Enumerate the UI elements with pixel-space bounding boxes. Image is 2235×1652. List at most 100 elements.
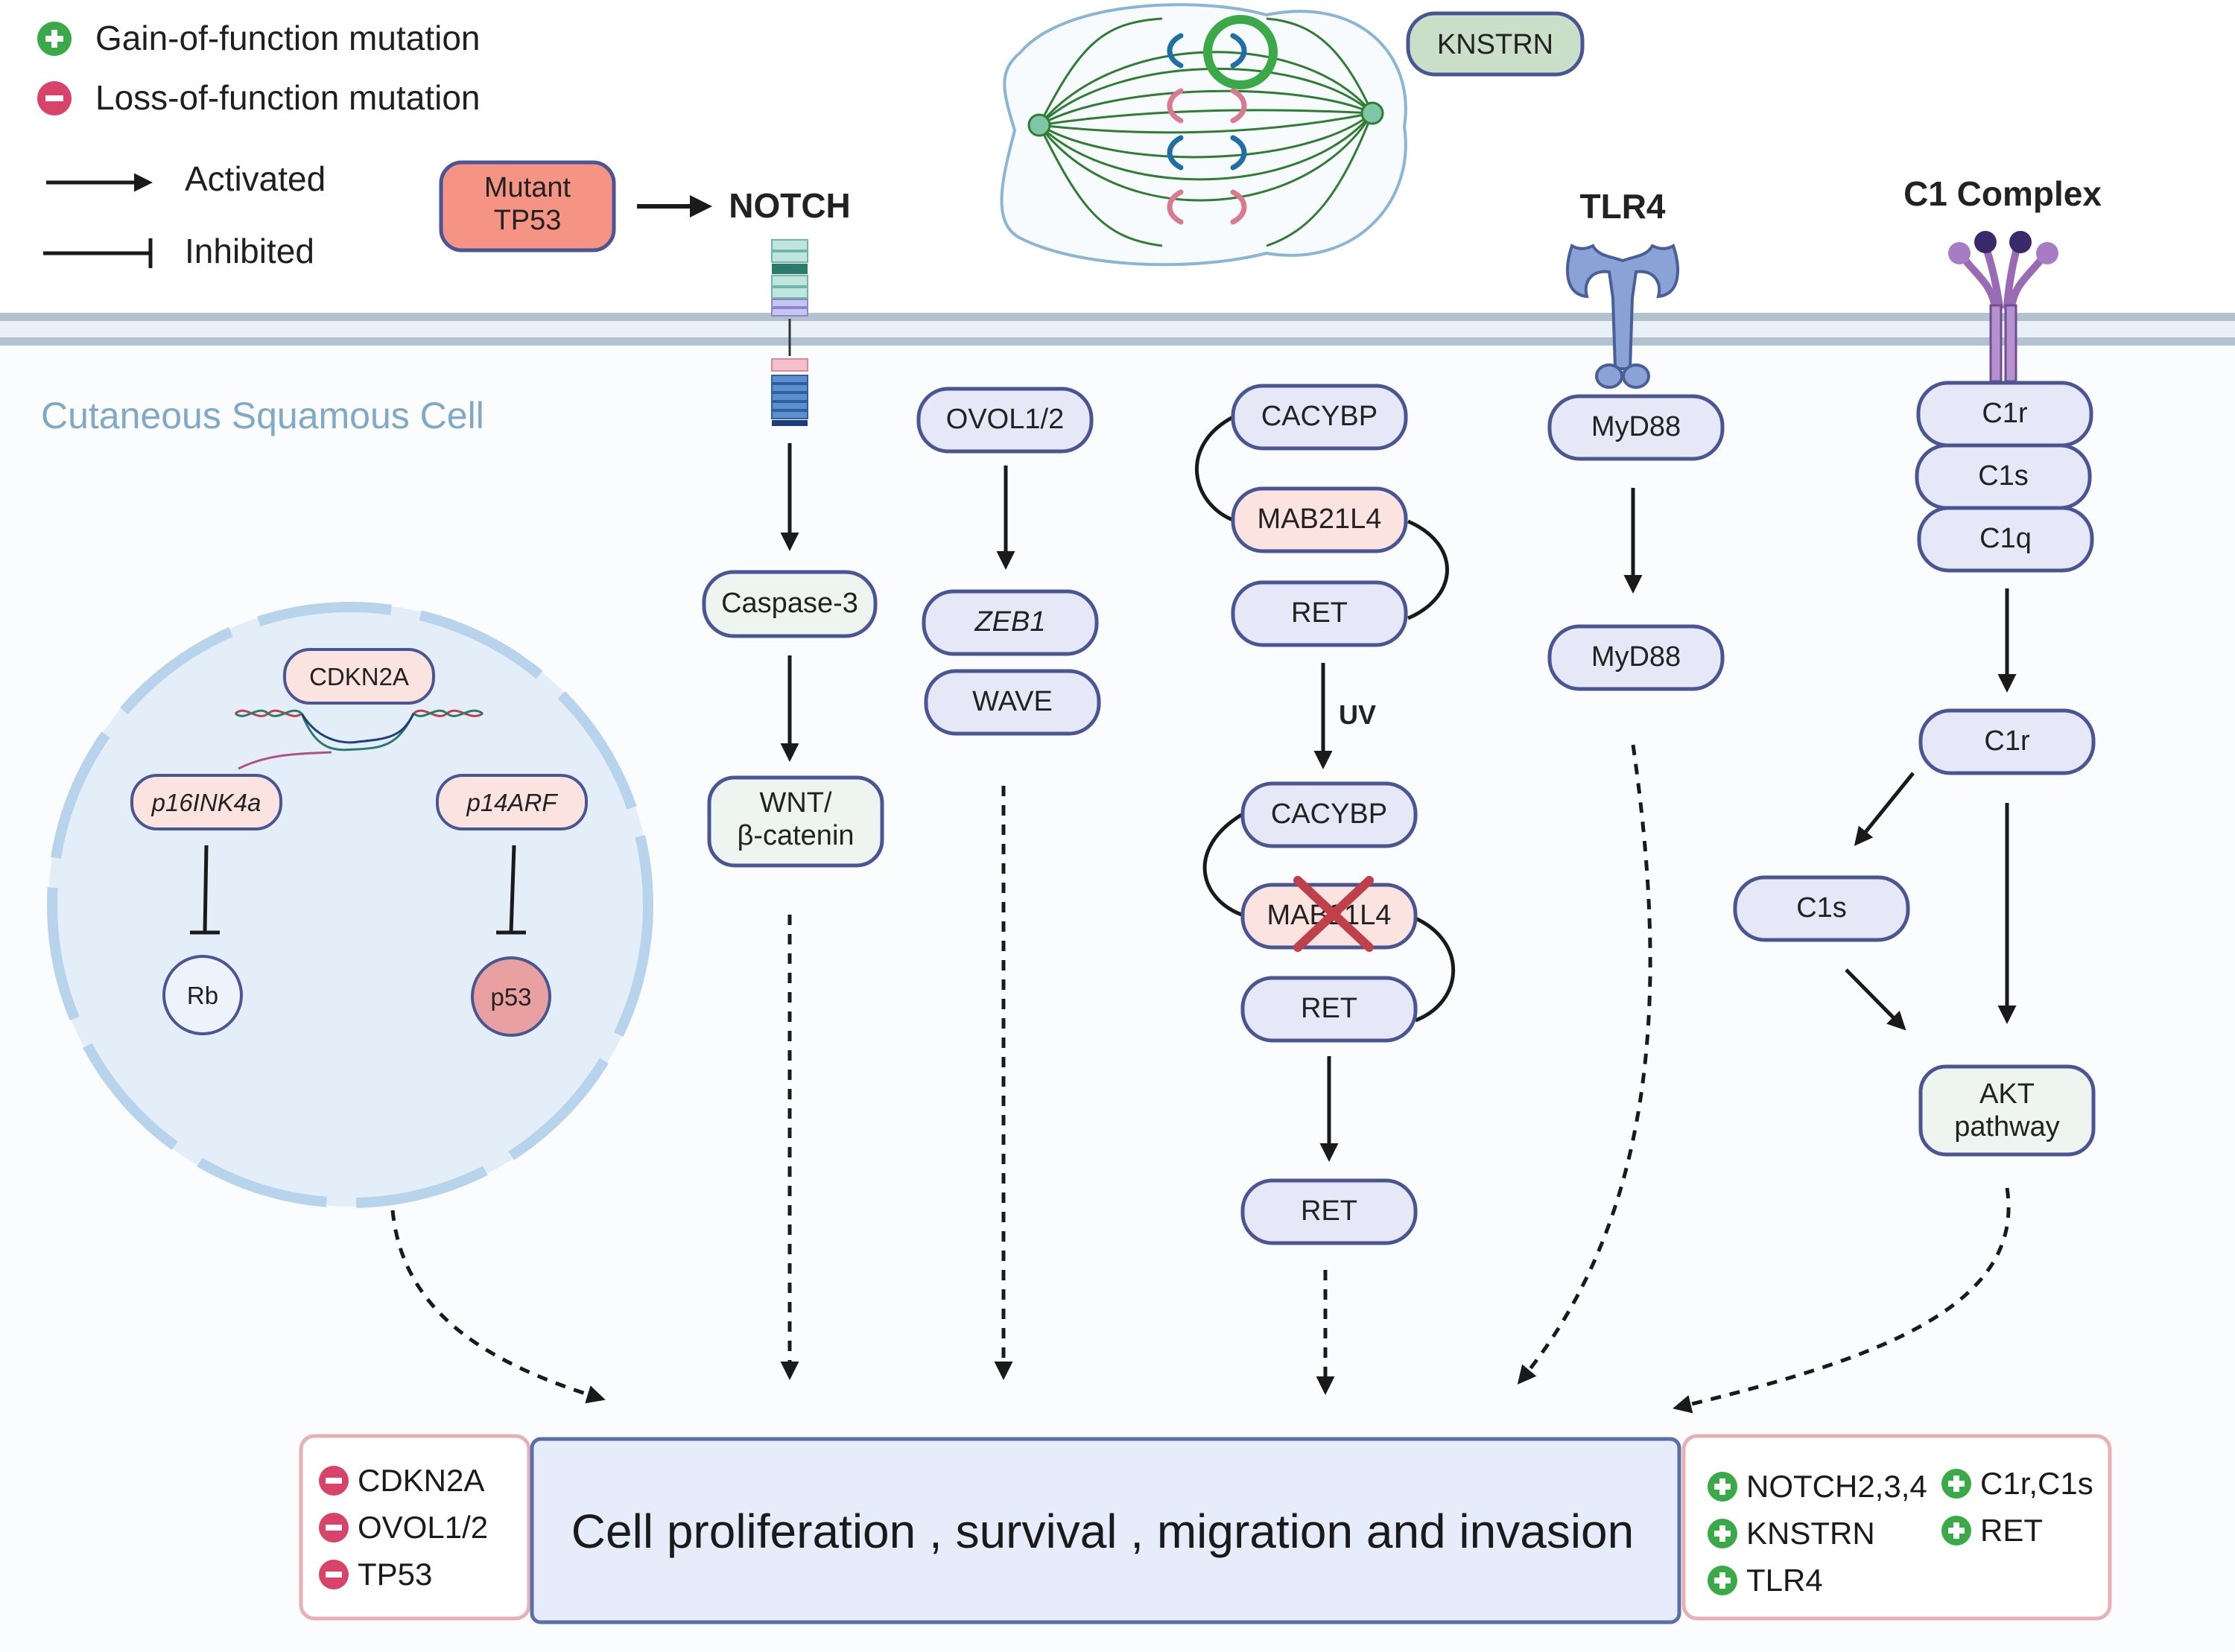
wave-node: WAVE <box>924 669 1101 736</box>
svg-text:Rb: Rb <box>187 982 218 1009</box>
c1s-node-2: C1s <box>1733 875 1910 942</box>
svg-text:AKT: AKT <box>1979 1078 2035 1110</box>
outcome-main-text: Cell proliferation , survival , migratio… <box>571 1505 1634 1558</box>
svg-text:C1r: C1r <box>1984 725 2030 757</box>
cell-type-label: Cutaneous Squamous Cell <box>41 395 484 436</box>
loss-icon <box>319 1466 349 1496</box>
loss-gene-label: OVOL1/2 <box>358 1510 488 1545</box>
caspase-3-node: Caspase-3 <box>702 570 878 638</box>
wnt-beta-catenin-node: WNT/ β-catenin <box>707 775 884 868</box>
gain-icon <box>1941 1469 1971 1499</box>
loss-gene-item: CDKN2A <box>319 1463 484 1498</box>
gain-gene-item: C1r,C1s <box>1941 1466 2093 1501</box>
svg-text:RET: RET <box>1291 597 1348 629</box>
dna-strand-icon <box>234 709 484 770</box>
mab21l4-node: MAB21L4 <box>1231 486 1408 553</box>
loss-gene-label: CDKN2A <box>358 1463 484 1498</box>
ret-node-3: RET <box>1240 1178 1418 1245</box>
tlr4-receptor-icon <box>1566 244 1679 389</box>
svg-text:p14ARF: p14ARF <box>466 789 558 816</box>
nucleus: CDKN2A p16INK4a p14ARF R <box>47 602 653 1208</box>
svg-text:pathway: pathway <box>1954 1111 2060 1143</box>
cell-membrane <box>0 313 2235 346</box>
svg-text:Mutant: Mutant <box>484 172 571 203</box>
legend-inhibited-label: Inhibited <box>185 232 314 270</box>
loss-gene-item: OVOL1/2 <box>319 1510 488 1545</box>
c1r-to-c1s-arrow <box>1854 772 1915 846</box>
svg-text:Caspase-3: Caspase-3 <box>721 588 858 619</box>
p16ink4a-node: p16INK4a <box>130 774 282 830</box>
svg-text:C1s: C1s <box>1796 892 1847 924</box>
outcome-panel: Cell proliferation , survival , migratio… <box>299 1434 2112 1624</box>
gain-gene-item: KNSTRN <box>1708 1516 1875 1551</box>
gain-icon <box>1708 1566 1737 1595</box>
notch-receptor-icon <box>771 239 808 426</box>
svg-text:TP53: TP53 <box>494 205 562 236</box>
svg-text:ZEB1: ZEB1 <box>974 606 1045 638</box>
c1q-node: C1q <box>1917 506 2094 573</box>
svg-text:CDKN2A: CDKN2A <box>309 663 409 690</box>
loss-icon <box>319 1560 349 1589</box>
tlr4-label: TLR4 <box>1580 187 1666 226</box>
c1r-node: C1r <box>1916 381 2093 448</box>
p16-inhibits-rb <box>190 845 220 935</box>
gain-gene-item: RET <box>1941 1513 2043 1548</box>
svg-text:C1s: C1s <box>1978 460 2029 492</box>
rb-node: Rb <box>162 955 243 1035</box>
c1r-node-2: C1r <box>1918 708 2096 775</box>
cdkn2a-node: CDKN2A <box>283 648 435 705</box>
svg-text:WNT/: WNT/ <box>759 787 832 819</box>
mab-path-connectors <box>1195 415 1456 1023</box>
ret-node: RET <box>1231 580 1408 647</box>
gain-gene-label: NOTCH2,3,4 <box>1746 1469 1927 1504</box>
svg-text:p16INK4a: p16INK4a <box>151 789 261 816</box>
loss-icon <box>37 81 72 115</box>
c1s-node: C1s <box>1915 443 2092 510</box>
svg-text:CACYBP: CACYBP <box>1261 401 1378 432</box>
gain-gene-label: C1r,C1s <box>1980 1466 2093 1501</box>
gain-gene-item: NOTCH2,3,4 <box>1708 1469 1927 1504</box>
myd88-to-outcome-dashed-arrow <box>1517 744 1652 1385</box>
gain-gene-label: TLR4 <box>1746 1563 1823 1598</box>
gain-icon <box>1708 1472 1737 1502</box>
gain-icon <box>1708 1519 1737 1548</box>
akt-to-outcome-dashed-arrow <box>1673 1187 2011 1414</box>
mitotic-spindle-icon <box>1000 3 1407 267</box>
gain-box <box>1681 1434 2112 1621</box>
ovol1-2-node: OVOL1/2 <box>916 387 1094 454</box>
svg-text:OVOL1/2: OVOL1/2 <box>946 404 1064 435</box>
loss-icon <box>319 1513 349 1543</box>
cacybp-node-2: CACYBP <box>1240 781 1418 848</box>
gain-icon <box>1941 1516 1971 1545</box>
legend-loss-label: Loss-of-function mutation <box>95 78 481 117</box>
inhibited-bar-icon <box>43 238 153 268</box>
p53-node: p53 <box>471 956 551 1037</box>
svg-text:C1r: C1r <box>1982 398 2028 429</box>
loss-box <box>299 1434 531 1621</box>
loss-gene-item: TP53 <box>319 1557 432 1592</box>
legend: Gain-of-function mutation Loss-of-functi… <box>37 19 481 270</box>
loss-gene-label: TP53 <box>358 1557 432 1592</box>
legend-activated-label: Activated <box>185 159 326 198</box>
legend-gain-label: Gain-of-function mutation <box>95 19 481 57</box>
svg-text:WAVE: WAVE <box>972 686 1053 717</box>
svg-text:p53: p53 <box>490 983 531 1011</box>
gain-gene-item: TLR4 <box>1708 1563 1823 1598</box>
svg-text:RET: RET <box>1301 993 1357 1024</box>
gain-gene-label: RET <box>1980 1513 2043 1548</box>
cacybp-node: CACYBP <box>1231 384 1408 451</box>
nucleus-to-outcome-dashed-arrow <box>390 1210 606 1404</box>
knstrn-node: KNSTRN <box>1406 11 1585 77</box>
svg-text:RET: RET <box>1301 1195 1357 1227</box>
svg-text:β-catenin: β-catenin <box>737 820 854 851</box>
zeb1-node: ZEB1 <box>922 589 1099 656</box>
gain-icon <box>37 22 72 56</box>
p14-inhibits-p53 <box>496 845 526 935</box>
notch-label: NOTCH <box>729 186 851 225</box>
outcome-box <box>530 1437 1681 1624</box>
svg-text:KNSTRN: KNSTRN <box>1437 29 1553 60</box>
svg-text:MAB21L4: MAB21L4 <box>1258 503 1382 535</box>
